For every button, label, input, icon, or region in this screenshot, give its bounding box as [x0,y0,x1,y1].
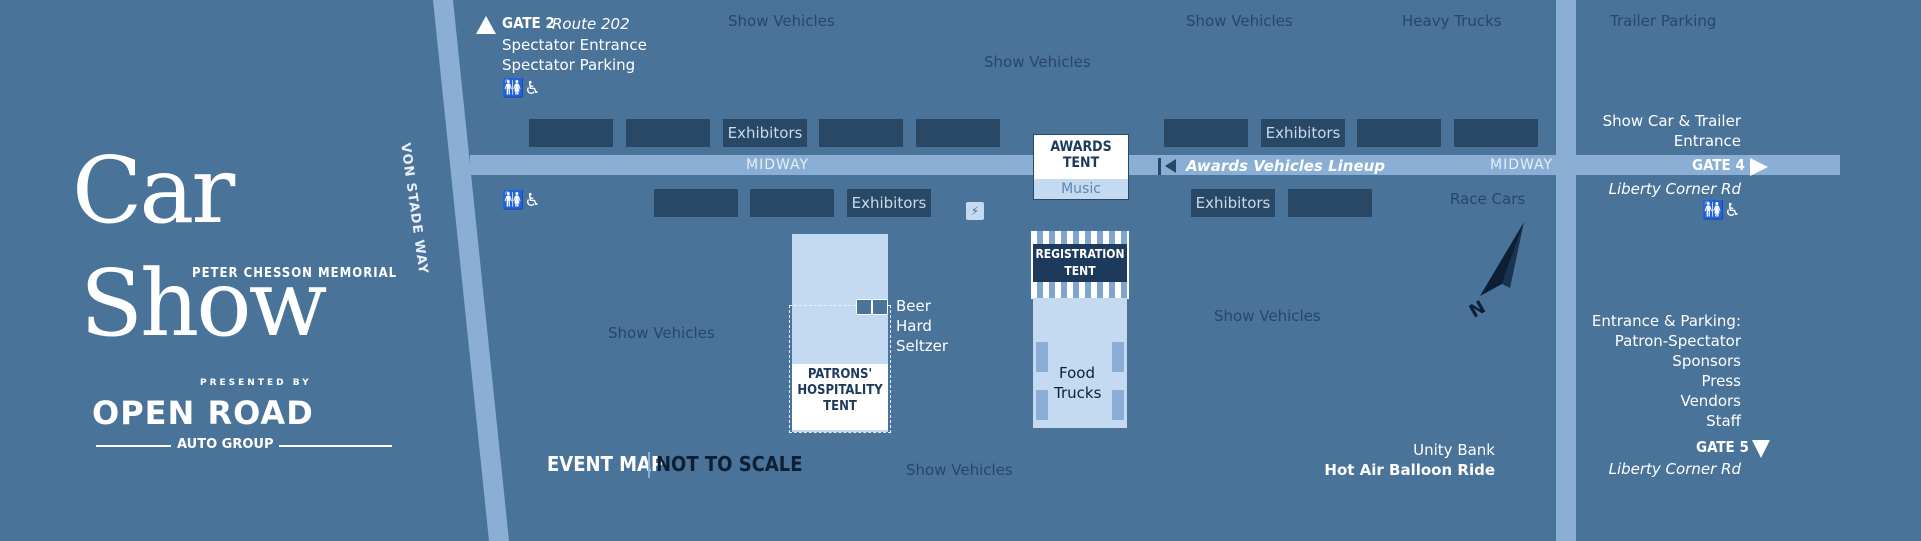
gate2-label: GATE 2 [502,14,555,32]
awards-music-label: Music [1034,179,1128,199]
exhibitor-booth [749,188,835,218]
exhibitor-booth [915,118,1001,148]
entrance-info-item: Patron-Spectator [1614,332,1741,350]
food-truck-icon [1112,342,1124,372]
exhibitor-booth [625,118,711,148]
area-show-vehicles-4: Show Vehicles [608,324,715,342]
exhibitor-booth [1287,188,1373,218]
event-map-title: EVENT MAP [547,452,665,476]
balloon-sponsor: Unity Bank [1413,441,1495,459]
patrons-tent-label2: HOSPITALITY [797,383,883,398]
not-to-scale-label: NOT TO SCALE [656,452,803,476]
restroom-icon: 🚻♿ [502,78,541,99]
road-label-midway-right: MIDWAY [1490,157,1554,173]
registration-tent-label2: TENT [1064,264,1096,278]
road-label-midway-left: MIDWAY [746,157,810,173]
area-show-vehicles-1: Show Vehicles [728,12,835,30]
entrance-info-item: Staff [1706,412,1741,430]
beer-booth-icon [856,299,872,315]
exhibitor-booth-labeled: Exhibitors [1260,118,1346,148]
midway-road [470,155,1840,175]
lineup-arrow-icon [1165,159,1176,173]
awards-lineup-label: Awards Vehicles Lineup [1186,157,1386,175]
beer-booth-icon [872,299,888,315]
entrance-info-heading: Entrance & Parking: [1591,312,1741,330]
gate2-road: Route 202 [552,15,630,33]
exhibitor-booth [818,118,904,148]
beer-label: Beer [896,297,931,315]
gate4-note2: Entrance [1673,132,1741,150]
entrance-info-item: Vendors [1680,392,1741,410]
exhibitor-booth [1453,118,1539,148]
patrons-tent-label3: TENT [823,399,857,414]
food-truck-icon [1036,390,1048,420]
gate5-label: GATE 5 [1696,438,1749,456]
patrons-tent-label1: PATRONS' [807,367,873,382]
lineup-bar [1158,158,1161,175]
registration-tent-label1: REGISTRATION [1035,247,1125,261]
awards-tent-label2: TENT [1062,155,1100,171]
awards-tent-label1: AWARDS [1050,139,1112,155]
gate2-line1: Spectator Entrance [502,36,647,54]
food-trucks-label1: Food [1059,364,1095,382]
area-race-cars: Race Cars [1450,190,1526,208]
exhibitor-booth [653,188,739,218]
gate2-arrow-icon [476,16,496,34]
hard-label: Hard [896,317,932,335]
area-show-vehicles-2: Show Vehicles [984,53,1091,71]
exhibitor-booth-labeled: Exhibitors [722,118,808,148]
gate2-line2: Spectator Parking [502,56,636,74]
awards-tent: AWARDS TENT Music [1033,134,1129,200]
exhibitor-booth-labeled: Exhibitors [846,188,932,218]
area-show-vehicles-3: Show Vehicles [1186,12,1293,30]
gate5-arrow-icon [1752,440,1770,458]
seltzer-label: Seltzer [896,337,949,355]
ev-charging-icon: ⚡ [966,202,984,220]
food-truck-icon [1036,342,1048,372]
logo-title-car: Car [72,137,235,244]
patrons-tent-label-box: PATRONS' HOSPITALITY TENT [792,364,888,430]
area-heavy-trucks: Heavy Trucks [1402,12,1502,30]
von-stade-way-road [433,0,509,541]
food-trucks-label2: Trucks [1054,384,1102,402]
logo-memorial: PETER CHESSON MEMORIAL [192,266,398,281]
logo-presented-by: PRESENTED BY [200,378,312,388]
logo-title-show: Show [80,250,327,357]
exhibitor-booth [1356,118,1442,148]
entrance-info-item: Press [1701,372,1741,390]
area-show-vehicles-5: Show Vehicles [1214,307,1321,325]
food-trucks-area [1033,298,1127,428]
registration-tent-label-box: REGISTRATION TENT [1033,244,1127,282]
entrance-info-item: Sponsors [1672,352,1741,370]
gate4-road: Liberty Corner Rd [1608,180,1741,198]
food-truck-icon [1112,390,1124,420]
restroom-icon: 🚻♿ [502,190,541,211]
footer-divider [648,452,650,478]
gate4-label: GATE 4 [1692,156,1745,174]
east-road [1556,0,1576,541]
gate5-road: Liberty Corner Rd [1608,460,1741,478]
balloon-ride: Hot Air Balloon Ride [1324,461,1495,479]
restroom-icon: 🚻♿ [1702,200,1741,221]
logo-sponsor: OPEN ROAD [92,394,314,432]
compass-n-label: N [1466,297,1490,323]
area-show-vehicles-6: Show Vehicles [906,461,1013,479]
patrons-tent-dashed-boundary [789,305,891,433]
area-trailer-parking: Trailer Parking [1610,12,1717,30]
exhibitor-booth [1163,118,1249,148]
exhibitor-booth [528,118,614,148]
gate4-note1: Show Car & Trailer [1602,112,1741,130]
gate4-arrow-icon [1750,158,1768,176]
logo-sponsor-sub: AUTO GROUP [171,437,280,452]
compass-north-icon: N [1466,222,1524,323]
exhibitor-booth-labeled: Exhibitors [1190,188,1276,218]
